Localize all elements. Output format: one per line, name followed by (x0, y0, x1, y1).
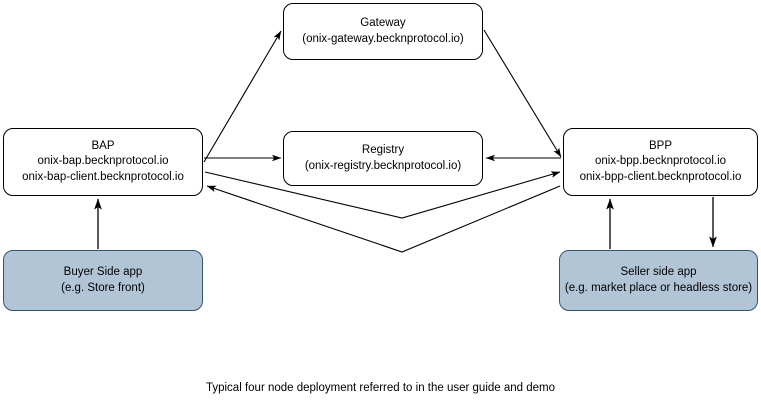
node-buyer-app[interactable]: Buyer Side app (e.g. Store front) (3, 250, 203, 311)
node-bpp-subtitle: onix-bpp.becknprotocol.io (594, 155, 727, 168)
node-bpp-subtitle-2: onix-bpp-client.becknprotocol.io (579, 170, 742, 183)
node-bap-subtitle: onix-bap.becknprotocol.io (37, 155, 169, 168)
node-bpp[interactable]: BPP onix-bpp.becknprotocol.io onix-bpp-c… (563, 128, 758, 196)
node-registry[interactable]: Registry (onix-registry.becknprotocol.io… (283, 131, 483, 186)
node-bpp-title: BPP (648, 139, 672, 152)
edge-gateway-to-bpp (483, 29, 562, 158)
node-gateway-title: Gateway (360, 17, 406, 29)
node-buyer-app-title: Buyer Side app (63, 266, 143, 278)
node-bap-subtitle-2: onix-bap-client.becknprotocol.io (22, 170, 184, 183)
node-registry-title: Registry (361, 144, 405, 156)
node-seller-app-subtitle: (e.g. market place or headless store) (564, 281, 753, 294)
node-gateway-subtitle: (onix-gateway.becknprotocol.io) (302, 32, 464, 45)
edge-bap-to-gateway (203, 30, 282, 163)
node-registry-subtitle: (onix-registry.becknprotocol.io) (304, 159, 462, 172)
diagram-caption: Typical four node deployment referred to… (205, 382, 556, 394)
node-bap[interactable]: BAP onix-bap.becknprotocol.io onix-bap-c… (3, 128, 203, 196)
node-seller-app-title: Seller side app (620, 266, 697, 278)
node-bap-title: BAP (91, 139, 115, 152)
node-buyer-app-subtitle: (e.g. Store front) (61, 281, 145, 294)
node-gateway[interactable]: Gateway (onix-gateway.becknprotocol.io) (283, 3, 483, 60)
edge-bpp-to-bap (206, 185, 561, 253)
node-seller-app[interactable]: Seller side app (e.g. market place or he… (559, 250, 758, 311)
